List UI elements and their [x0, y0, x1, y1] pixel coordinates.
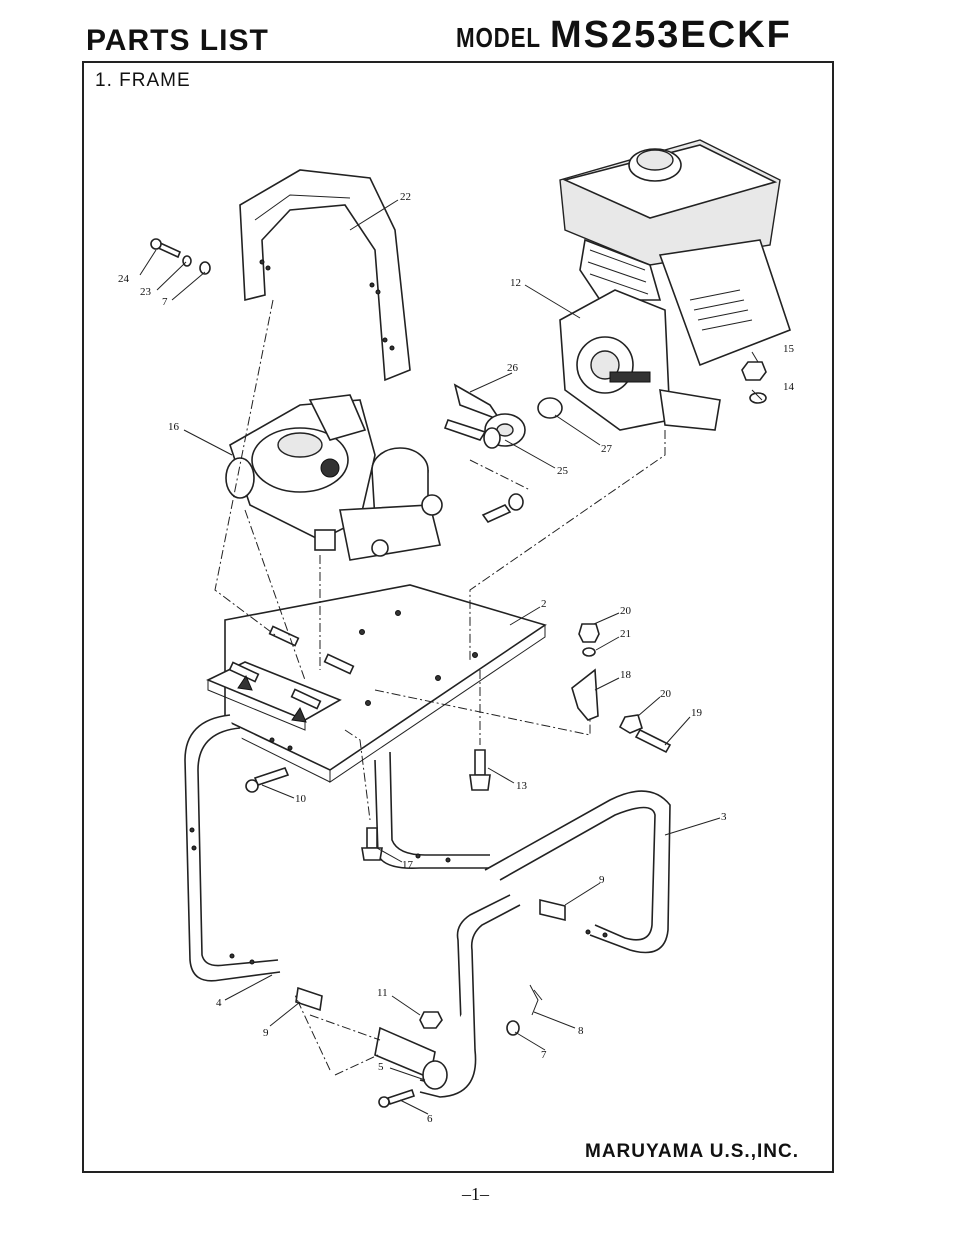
callout-22: 22 [400, 191, 411, 203]
callout-19: 19 [691, 707, 703, 719]
belt-pulley-illustration [443, 383, 563, 524]
callout-15: 15 [783, 343, 795, 355]
callout-7-bottom: 7 [541, 1049, 547, 1061]
pump-illustration [225, 394, 443, 561]
callout-8: 8 [578, 1025, 584, 1037]
callout-4: 4 [216, 997, 222, 1009]
section-title: 1. FRAME [95, 70, 191, 91]
model-number: MS253ECKF [550, 14, 792, 56]
callout-14: 14 [783, 381, 795, 393]
callout-23: 23 [140, 286, 152, 298]
callout-9-right: 9 [599, 874, 605, 886]
model-label: MODEL [456, 22, 541, 53]
callout-12: 12 [510, 277, 521, 289]
page-number: –1– [462, 1184, 489, 1204]
callout-27: 27 [601, 443, 613, 455]
parts-list-title: PARTS LIST [86, 24, 269, 57]
diagram-frame [82, 61, 834, 1173]
callout-20-bottom: 20 [660, 688, 672, 700]
callout-2: 2 [541, 598, 547, 610]
handle-illustration [239, 169, 411, 382]
company-name: MARUYAMA U.S.,INC. [585, 1141, 799, 1162]
callout-16: 16 [168, 421, 180, 433]
tube-frame-illustration [184, 714, 671, 1098]
small-parts-illustration [150, 238, 767, 1108]
callout-10: 10 [295, 793, 307, 805]
callout-25: 25 [557, 465, 569, 477]
base-plate-illustration [206, 584, 547, 783]
engine-illustration [559, 139, 791, 431]
callout-7-top: 7 [162, 296, 168, 308]
callout-6: 6 [427, 1113, 433, 1125]
callout-11: 11 [377, 987, 388, 999]
callout-21: 21 [620, 628, 631, 640]
callout-3: 3 [721, 811, 727, 823]
callout-24: 24 [118, 273, 130, 285]
callout-9-left: 9 [263, 1027, 269, 1039]
callout-20-top: 20 [620, 605, 632, 617]
assembly-guide-lines [214, 299, 666, 1076]
leader-lines [139, 199, 763, 1115]
callout-26: 26 [507, 362, 519, 374]
callout-18: 18 [620, 669, 632, 681]
callout-13: 13 [516, 780, 528, 792]
callout-17: 17 [402, 859, 414, 871]
callout-5: 5 [378, 1061, 384, 1073]
callout-labels: 22 24 23 7 12 15 14 26 27 25 16 2 20 21 … [118, 191, 795, 1125]
